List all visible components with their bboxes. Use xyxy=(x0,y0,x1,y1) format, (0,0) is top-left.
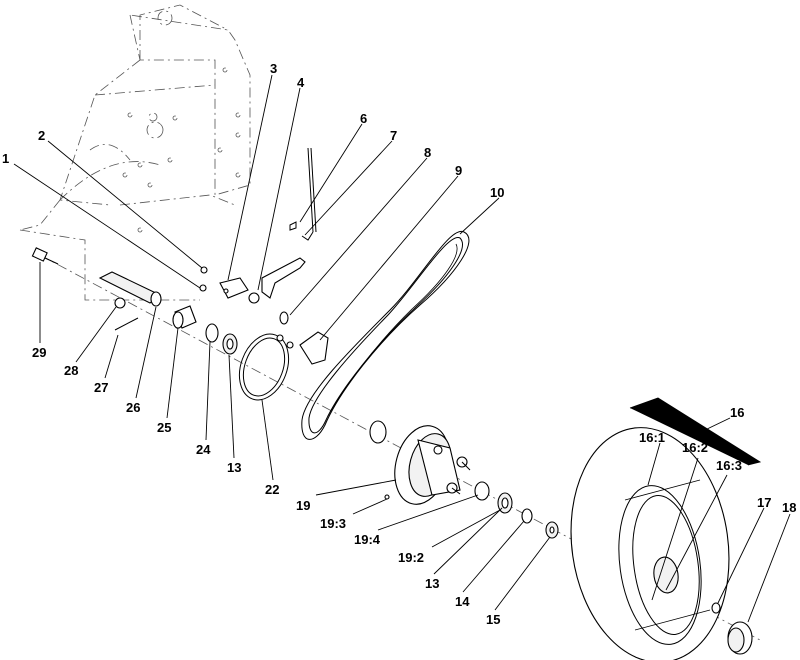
callout-15: 15 xyxy=(486,612,500,627)
frame-phantom xyxy=(19,4,251,301)
callout-22: 22 xyxy=(265,482,279,497)
callout-13b: 13 xyxy=(425,576,439,591)
callout-19-4: 19:4 xyxy=(354,532,381,547)
callout-1: 1 xyxy=(2,151,9,166)
callout-2: 2 xyxy=(38,128,45,143)
callout-25: 25 xyxy=(157,420,171,435)
callout-16-3: 16:3 xyxy=(716,458,742,473)
callout-13a: 13 xyxy=(227,460,241,475)
callout-19-2: 19:2 xyxy=(398,550,424,565)
leader-lines xyxy=(13,74,791,623)
callout-4: 4 xyxy=(297,75,305,90)
hub-cap-18 xyxy=(727,621,753,655)
callout-16-1: 16:1 xyxy=(639,430,665,445)
bolt-29 xyxy=(31,247,59,265)
callout-27: 27 xyxy=(94,380,108,395)
callout-8: 8 xyxy=(424,145,431,160)
callout-10: 10 xyxy=(490,185,504,200)
nut-19-3 xyxy=(384,494,390,500)
washer-19-2 xyxy=(474,481,490,501)
brake-rod-6 xyxy=(301,147,317,241)
callout-6: 6 xyxy=(360,111,367,126)
drive-belt-10 xyxy=(301,231,470,440)
callout-16: 16 xyxy=(730,405,744,420)
cotter-pin-27 xyxy=(114,317,139,331)
callout-29: 29 xyxy=(32,345,46,360)
brake-drum-19 xyxy=(369,420,471,505)
clip-7 xyxy=(289,221,297,231)
ring-1 xyxy=(199,284,207,292)
bracket-3 xyxy=(219,277,249,299)
callout-28: 28 xyxy=(64,363,78,378)
callout-17: 17 xyxy=(757,495,771,510)
brake-band-22 xyxy=(238,333,294,401)
callout-26: 26 xyxy=(126,400,140,415)
nut-15 xyxy=(545,521,559,539)
callout-18: 18 xyxy=(782,500,796,515)
link-plate-9 xyxy=(299,331,329,365)
brake-arm-4 xyxy=(248,257,306,304)
washer-8 xyxy=(279,311,289,325)
washer-2 xyxy=(200,266,208,274)
bushing-25 xyxy=(172,305,197,329)
callout-19-3: 19:3 xyxy=(320,516,346,531)
callout-9: 9 xyxy=(455,163,462,178)
bearing-13a xyxy=(222,333,238,355)
callout-3: 3 xyxy=(270,61,277,76)
callout-24: 24 xyxy=(196,442,211,457)
valve-stem-17 xyxy=(711,602,721,614)
callout-14: 14 xyxy=(455,594,470,609)
axle-26 xyxy=(98,271,162,307)
washer-24 xyxy=(205,323,219,343)
callout-7: 7 xyxy=(390,128,397,143)
callout-19: 19 xyxy=(296,498,310,513)
washer-14 xyxy=(521,508,533,524)
wheel-assembly-16 xyxy=(570,427,730,660)
callout-16-2: 16:2 xyxy=(682,440,708,455)
callout-labels: 1 2 3 4 6 7 8 9 10 29 28 27 26 25 24 13 … xyxy=(2,61,796,627)
nut-28 xyxy=(114,297,126,309)
